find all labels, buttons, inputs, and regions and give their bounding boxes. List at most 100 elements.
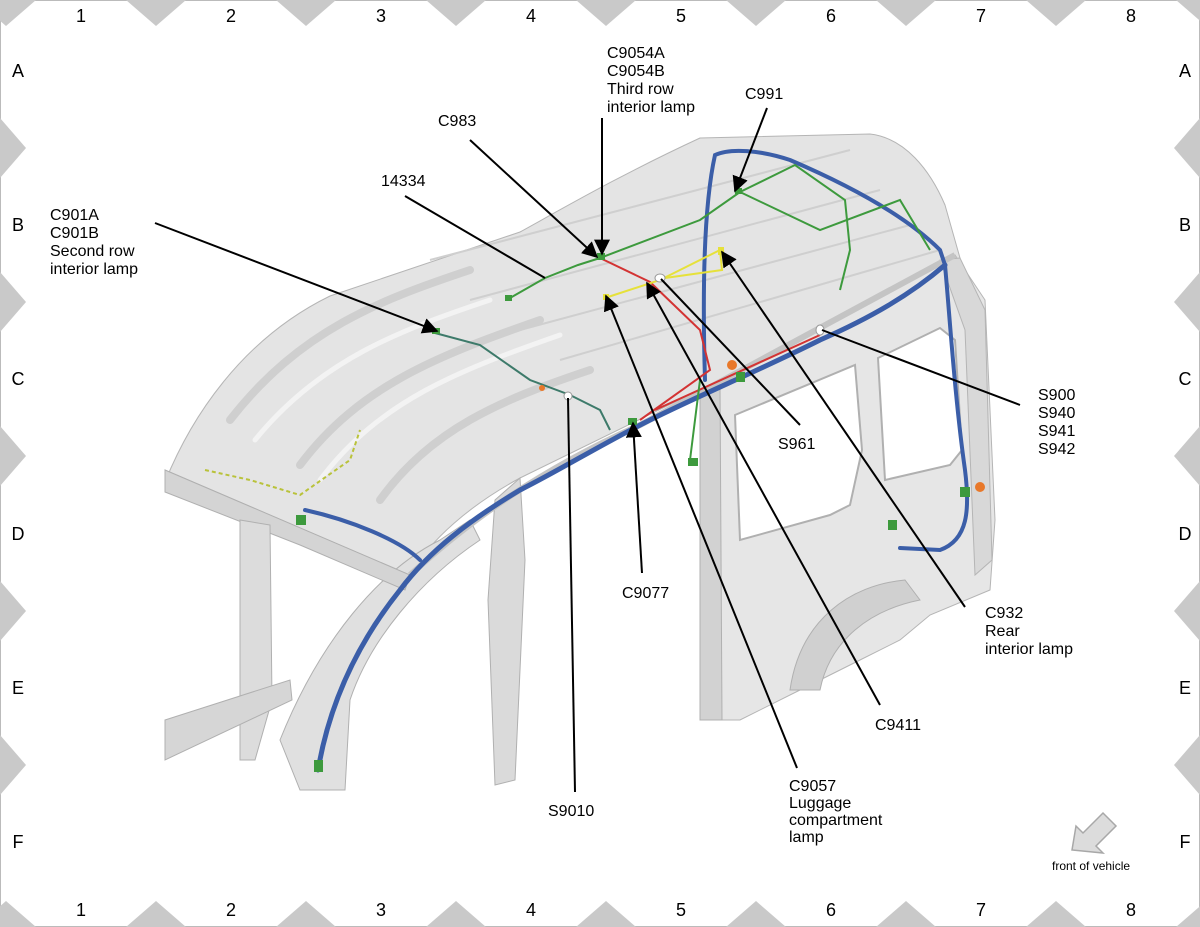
frame-diamond-right <box>1174 272 1200 332</box>
callout-s9010: S9010 <box>548 803 594 820</box>
leader-c9057 <box>603 294 798 769</box>
frame-diamond-bottom <box>426 901 486 927</box>
frame-diamond-bottom <box>0 901 36 927</box>
column-label: 4 <box>526 900 536 920</box>
frame-diamond-top <box>426 0 486 26</box>
wire-green-lower <box>689 379 701 461</box>
frame-diamond-left <box>0 118 26 178</box>
connector-misc <box>314 760 323 772</box>
callout-s900: S900 S940 S941 S942 <box>1038 387 1080 458</box>
wheel-arch <box>789 579 921 691</box>
roof-panel <box>164 133 961 576</box>
column-label: 5 <box>676 6 686 26</box>
front-of-vehicle-label: front of vehicle <box>1052 859 1130 873</box>
row-label: A <box>1179 61 1191 81</box>
frame-diamond-bottom <box>1026 901 1086 927</box>
wire-yellow-green <box>204 429 361 497</box>
column-label: 2 <box>226 6 236 26</box>
connector-orange <box>727 360 737 370</box>
frame-diamond-bottom <box>126 901 186 927</box>
column-label: 1 <box>76 900 86 920</box>
connector-orange <box>975 482 985 492</box>
connector-misc <box>888 520 897 530</box>
rear-pillar <box>939 257 993 577</box>
frame-diamond-top <box>876 0 936 26</box>
wire-green <box>434 332 611 431</box>
row-label: D <box>1179 524 1192 544</box>
roof-rib <box>376 366 594 504</box>
callout-14334: 14334 <box>381 173 426 190</box>
center-pillar <box>487 476 526 786</box>
frame-diamond-top <box>276 0 336 26</box>
column-label: 2 <box>226 900 236 920</box>
connector-misc <box>296 515 306 525</box>
connector-misc <box>688 458 698 466</box>
frame-diamond-right <box>1174 581 1200 641</box>
front-arrow-icon <box>1071 811 1118 854</box>
row-label: E <box>12 678 24 698</box>
frame-diamond-top <box>1026 0 1086 26</box>
connector-orange <box>539 385 545 391</box>
callout-c9077: C9077 <box>622 585 669 602</box>
frame-diamond-top <box>126 0 186 26</box>
row-label: B <box>1179 215 1191 235</box>
leader-c9077 <box>625 421 643 574</box>
frame-diamond-bottom <box>276 901 336 927</box>
main-harness-blue <box>315 262 948 773</box>
column-label: 1 <box>76 6 86 26</box>
wire-green <box>739 191 931 251</box>
callout-c9054: C9054A C9054B Third row interior lamp <box>607 45 695 116</box>
frame-diamond-bottom <box>576 901 636 927</box>
roof-rib <box>317 332 563 483</box>
frame-diamond-bottom <box>876 901 936 927</box>
frame-diamond-left <box>0 735 26 795</box>
leader-c932 <box>721 250 966 608</box>
side-window-rear <box>876 326 964 482</box>
windshield-header <box>164 469 411 591</box>
column-label: 8 <box>1126 900 1136 920</box>
leader-lines <box>154 107 1021 793</box>
callout-c983: C983 <box>438 113 476 130</box>
column-label: 7 <box>976 6 986 26</box>
roof-rib <box>296 316 544 469</box>
wire-red <box>599 257 712 421</box>
callout-c932: C932 Rear interior lamp <box>985 605 1073 658</box>
leader-c901 <box>154 222 439 334</box>
callout-c9411: C9411 <box>875 717 921 734</box>
frame-diamond-bottom <box>1176 906 1200 927</box>
roof-rib <box>226 266 474 424</box>
frame-diamond-top <box>576 0 636 26</box>
column-label: 8 <box>1126 6 1136 26</box>
frame-diamond-top <box>1176 0 1200 21</box>
lower-sill <box>164 679 293 761</box>
frame-diamond-right <box>1174 118 1200 178</box>
column-label: 4 <box>526 6 536 26</box>
frame-diamond-left <box>0 426 26 486</box>
wire-green <box>509 163 852 299</box>
wiring-harness <box>204 148 985 773</box>
frame-diamond-top <box>726 0 786 26</box>
column-label: 6 <box>826 900 836 920</box>
row-label: F <box>13 832 24 852</box>
column-label: 7 <box>976 900 986 920</box>
leader-s900 <box>821 329 1021 406</box>
callout-labels: C9054A C9054B Third row interior lamp C9… <box>50 45 1080 846</box>
row-label: E <box>1179 678 1191 698</box>
column-label: 6 <box>826 6 836 26</box>
roof-panel-line <box>559 249 941 361</box>
connector-c932 <box>718 247 724 255</box>
leader-s9010 <box>567 397 576 793</box>
roof-harness-blue <box>701 148 947 382</box>
frame-diamond-right <box>1174 426 1200 486</box>
callout-s961: S961 <box>778 436 815 453</box>
row-label: C <box>12 369 25 389</box>
callout-c901: C901A C901B Second row interior lamp <box>50 207 139 278</box>
frame-diamond-left <box>0 581 26 641</box>
column-label: 3 <box>376 900 386 920</box>
rear-harness-blue <box>898 263 970 553</box>
